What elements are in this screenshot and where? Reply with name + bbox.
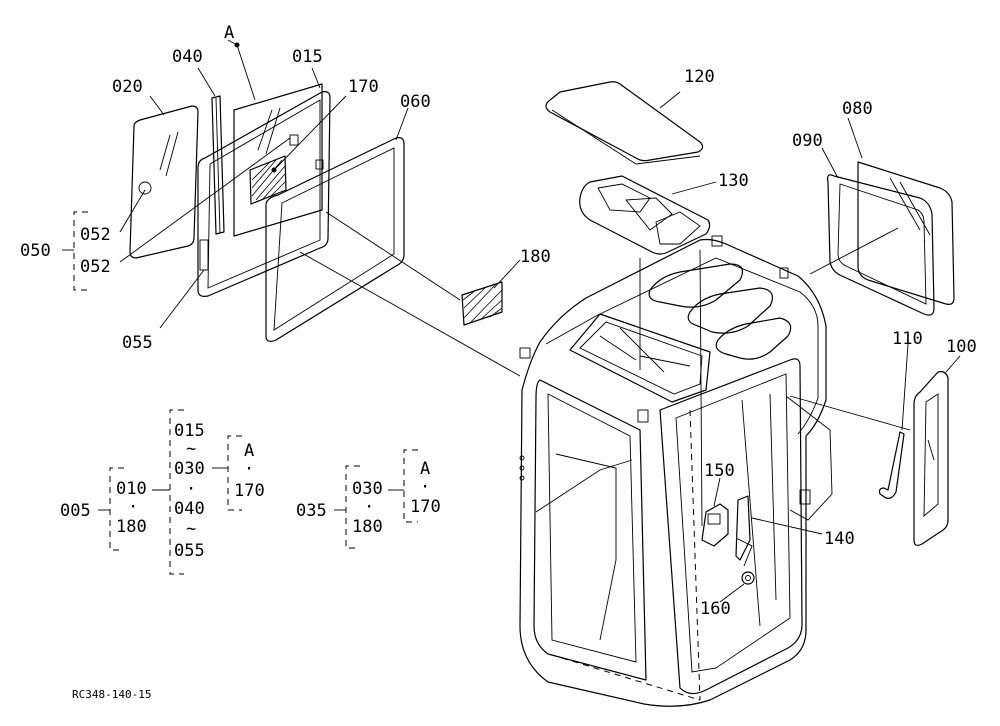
legend-a2-a: A	[420, 459, 430, 479]
callout-110: 110	[892, 329, 923, 349]
latch-150	[701, 503, 729, 547]
callout-120: 120	[684, 67, 715, 87]
callout-015: 015	[292, 47, 323, 67]
callout-040: 040	[172, 47, 203, 67]
legend-a-170-left: A · 170	[227, 435, 265, 511]
callout-150: 150	[704, 461, 735, 481]
legend-a2-170: 170	[410, 497, 441, 517]
legend-list-dot: ·	[186, 479, 196, 499]
legend-035-key: 035	[296, 501, 327, 521]
sticker-170	[249, 155, 287, 205]
callout-055: 055	[122, 333, 153, 353]
callout-020: 020	[112, 77, 143, 97]
legend-a1-170: 170	[234, 481, 265, 501]
legend-list-040: 040	[174, 499, 205, 519]
callout-180: 180	[520, 247, 551, 267]
legend-a-170-right: A · 170	[403, 449, 441, 523]
side-window-100	[913, 371, 949, 546]
legend-list: 015 ~ 030 · 040 ~ 055	[169, 409, 228, 575]
strip-040	[211, 95, 225, 235]
callout-060: 060	[400, 92, 431, 112]
legend-a2-dot: ·	[420, 477, 430, 497]
callout-140: 140	[824, 529, 855, 549]
cab-body	[519, 235, 833, 707]
drawing-code: RC348-140-15	[72, 688, 151, 701]
legend-035-top: 030	[352, 479, 383, 499]
door-glass-020	[129, 105, 199, 259]
legend-035-bottom: 180	[352, 517, 383, 537]
legend-list-015: 015	[174, 421, 205, 441]
legend-list-055: 055	[174, 541, 205, 561]
callout-080: 080	[842, 99, 873, 119]
callout-160: 160	[700, 599, 731, 619]
rear-glass-080	[857, 161, 955, 305]
callout-052-b: 052	[80, 257, 111, 277]
callout-050: 050	[20, 241, 51, 261]
legend-a1-dot: ·	[244, 459, 254, 479]
legend-005-top: 010	[116, 479, 147, 499]
legend-035: 035 030 · 180	[296, 465, 404, 549]
label-a: A	[224, 23, 234, 43]
roof-panel-120	[545, 81, 704, 165]
legend-list-tilde-2: ~	[186, 519, 196, 539]
callout-052-a: 052	[80, 225, 111, 245]
knob-160	[741, 571, 755, 585]
seal-060	[265, 137, 405, 342]
legend-a1-a: A	[244, 441, 254, 461]
leader-lines	[119, 39, 961, 603]
callout-090: 090	[792, 131, 823, 151]
seal-090	[827, 174, 935, 316]
callout-170: 170	[348, 77, 379, 97]
callout-labels: A 040 015 020 170 060 120 080 090 130 18…	[20, 23, 977, 619]
sticker-180	[461, 281, 503, 326]
glass-panel-015	[197, 83, 331, 297]
legend-005-bottom: 180	[116, 517, 147, 537]
strip-110	[878, 431, 905, 499]
legend-005: 005 010 · 180	[60, 467, 170, 551]
legend-list-030: 030	[174, 459, 205, 479]
legend-005-key: 005	[60, 501, 91, 521]
callout-130: 130	[718, 171, 749, 191]
roof-seal-130	[579, 175, 711, 255]
callout-100: 100	[946, 337, 977, 357]
legend-035-dot: ·	[364, 497, 374, 517]
lever-140	[735, 495, 753, 567]
legend-list-tilde-1: ~	[186, 439, 196, 459]
legend-005-dot: ·	[128, 497, 138, 517]
